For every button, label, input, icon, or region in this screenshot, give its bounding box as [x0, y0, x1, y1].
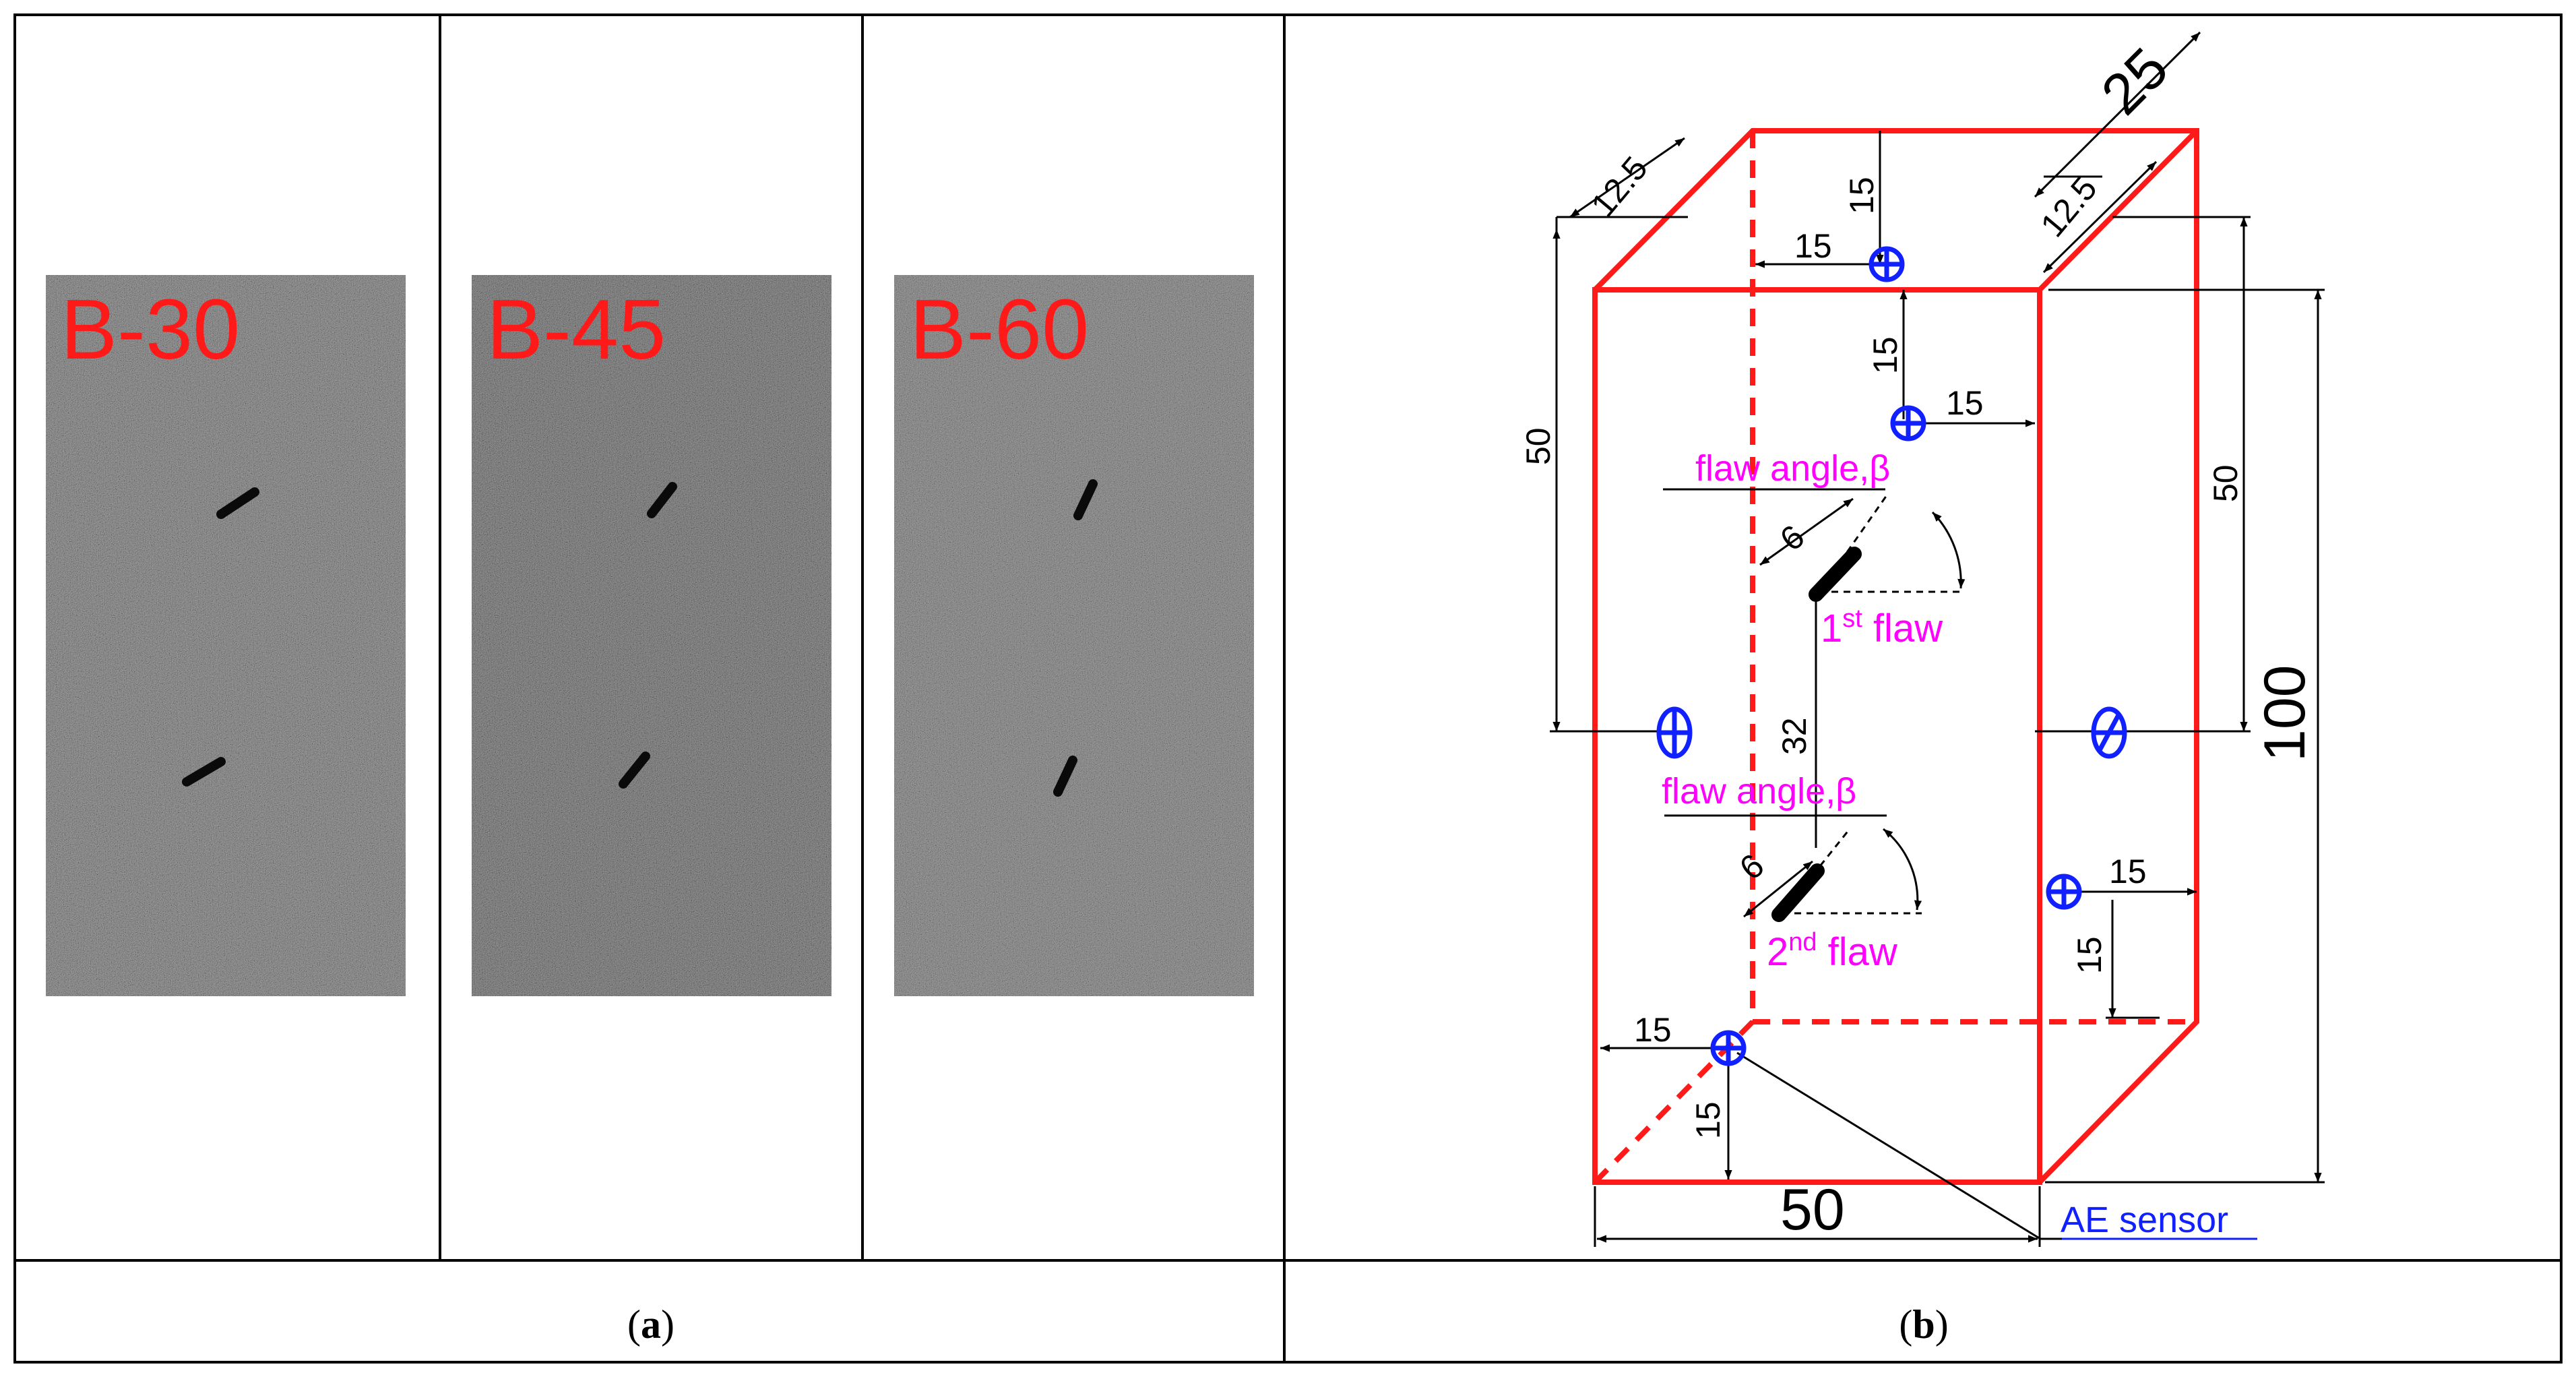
right-half-height-label: 50 — [2207, 464, 2244, 502]
flaw-mark — [182, 487, 259, 787]
panel-a: B-30 B-45 B-60 (a) — [46, 275, 1254, 1347]
flaw2-label: 2nd flaw — [1767, 928, 1898, 974]
ae-sensor — [1890, 405, 1926, 441]
specimen-photo: B-60 — [894, 275, 1254, 996]
caption-b: (b) — [1899, 1302, 1948, 1347]
flaw — [1771, 547, 1862, 922]
upper-sensor-x-label: 15 — [1946, 384, 1984, 422]
table-frame — [13, 13, 2563, 1364]
upper-sensor-y-label: 15 — [1866, 336, 1904, 374]
specimen-box — [1592, 128, 2199, 1185]
specimen-label: B-30 — [61, 282, 240, 377]
specimen-label: B-45 — [486, 282, 666, 377]
ae-sensor — [1868, 246, 1905, 282]
lower-right-sensor-x-label: 15 — [2109, 853, 2147, 890]
specimen-photo: B-30 — [46, 275, 406, 996]
flaw2-length-label: 6 — [1732, 847, 1771, 888]
specimen-label: B-60 — [910, 282, 1089, 377]
caption-a: (a) — [627, 1302, 674, 1347]
bottom-sensor-y-label: 15 — [1689, 1101, 1727, 1139]
width-label: 50 — [1780, 1177, 1845, 1242]
specimen-photo: B-45 — [472, 275, 831, 996]
panel-b: 25 12.5 12.5 15 15 15 15 50 50 100 6 32 … — [1519, 31, 2325, 1347]
flaw2-angle-label: flaw angle,β — [1662, 771, 1856, 812]
flaw1-angle-label: flaw angle,β — [1695, 448, 1890, 489]
flaw-mark — [1053, 479, 1098, 797]
ae-sensor — [2046, 874, 2082, 910]
dimension-lines — [1550, 31, 2325, 1247]
top-sensor-x-label: 15 — [1794, 227, 1832, 265]
ae-sensor — [1656, 706, 1693, 759]
ae-sensor — [1710, 1030, 1747, 1066]
bottom-sensor-x-label: 15 — [1634, 1011, 1672, 1049]
flaw1-label: 1st flaw — [1821, 605, 1943, 650]
ae-sensor — [2091, 706, 2127, 759]
lower-right-sensor-y-label: 15 — [2071, 936, 2108, 974]
ae-sensor-label: AE sensor — [2061, 1200, 2228, 1240]
flaw-gap-label: 32 — [1776, 717, 1813, 755]
top-depth-label: 25 — [2090, 36, 2181, 127]
top-offset-left-label: 12.5 — [1584, 150, 1655, 224]
height-label: 100 — [2253, 665, 2317, 762]
left-half-height-label: 50 — [1519, 427, 1557, 465]
top-sensor-y-label: 15 — [1843, 177, 1881, 214]
flaw-mark — [619, 482, 677, 789]
